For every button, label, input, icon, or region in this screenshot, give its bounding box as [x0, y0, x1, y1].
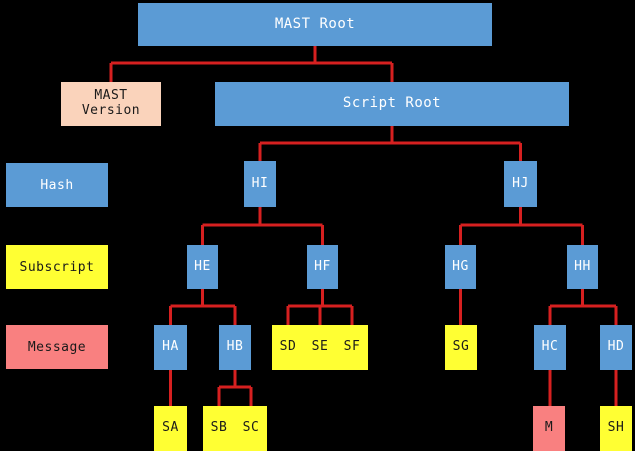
legend-item-subscript: Subscript: [6, 245, 108, 289]
node-hd[interactable]: HD: [600, 325, 632, 370]
node-sg[interactable]: SG: [445, 325, 477, 370]
legend-item-message: Message: [6, 325, 108, 369]
node-sd[interactable]: SD: [272, 325, 304, 370]
node-se[interactable]: SE: [304, 325, 336, 370]
node-script-root[interactable]: Script Root: [215, 82, 569, 126]
node-sf[interactable]: SF: [336, 325, 368, 370]
node-hf[interactable]: HF: [307, 245, 338, 289]
node-mast-version[interactable]: MAST Version: [61, 82, 161, 126]
legend-item-hash: Hash: [6, 163, 108, 207]
node-ha[interactable]: HA: [154, 325, 187, 370]
node-sb[interactable]: SB: [203, 406, 235, 451]
node-hi[interactable]: HI: [244, 161, 276, 207]
node-sc[interactable]: SC: [235, 406, 267, 451]
node-sa[interactable]: SA: [154, 406, 187, 451]
node-he[interactable]: HE: [187, 245, 218, 289]
node-m[interactable]: M: [533, 406, 565, 451]
node-mast-root[interactable]: MAST Root: [138, 3, 492, 46]
node-hh[interactable]: HH: [567, 245, 598, 289]
node-hc[interactable]: HC: [534, 325, 566, 370]
node-hg[interactable]: HG: [445, 245, 476, 289]
node-hj[interactable]: HJ: [504, 161, 537, 207]
node-sh[interactable]: SH: [600, 406, 632, 451]
node-hb[interactable]: HB: [219, 325, 251, 370]
